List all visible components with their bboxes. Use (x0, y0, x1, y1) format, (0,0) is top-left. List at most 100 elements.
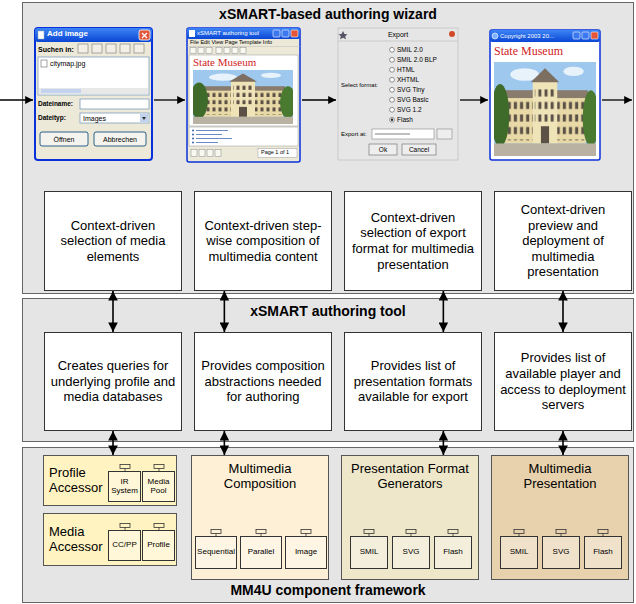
export-dialog (338, 41, 458, 42)
subcomponent-name: IR System (110, 478, 139, 496)
preview-window (490, 30, 600, 160)
preview-window (582, 32, 589, 39)
double-arrow (562, 431, 564, 455)
plug-symbol (124, 469, 125, 473)
subcomponent-box: CC/PP (108, 530, 141, 561)
subcomponent-box: Flash (584, 536, 622, 569)
step-box: Provides list of available player and ac… (494, 332, 632, 431)
plug-symbol (561, 534, 562, 538)
box-text: Creates queries for underlying profile a… (49, 358, 177, 405)
screenshot-text: Page 1 of 1 (261, 150, 289, 156)
export-dialog (390, 87, 395, 92)
band-panel: MM4U component frameworkProfile Accessor… (22, 447, 634, 603)
subcomponent-name: Flash (586, 548, 620, 557)
band-title: xSMART-based authoring wizard (219, 6, 437, 23)
plug-symbol (411, 534, 412, 538)
plug-symbol (448, 530, 458, 534)
add-image-dialog (94, 132, 146, 146)
plug-symbol (152, 523, 166, 531)
preview-window (591, 32, 598, 39)
authoring-tool-window (273, 30, 280, 37)
screenshot-text: xSMART authoring tool (197, 30, 259, 36)
screenshot-text: Dateityp: (38, 115, 66, 122)
subcomponent-name: Media Pool (144, 478, 173, 496)
authoring-tool-window (192, 142, 194, 144)
step-box: Provides list of presentation formats av… (344, 332, 482, 431)
export-dialog (390, 107, 395, 112)
flow-arrow (0, 99, 33, 100)
authoring-tool-window (215, 150, 221, 157)
plug-symbol (158, 469, 159, 473)
flow-arrow (154, 99, 185, 100)
export-dialog (339, 31, 348, 39)
screenshot-text: Dateiname: (38, 101, 73, 108)
screenshot-text: Select format: (341, 82, 378, 88)
plug-symbol (453, 534, 454, 538)
component-name: Presentation Format Generators (346, 462, 474, 492)
add-image-dialog (142, 33, 147, 38)
plug-symbol (554, 529, 568, 537)
step-box: Provides composition abstractions needed… (194, 332, 332, 431)
plug-symbol (364, 530, 374, 534)
subcomponent-name: SVG (544, 548, 578, 557)
add-image-dialog (35, 28, 152, 160)
screenshot-text: SVG Basic (397, 97, 428, 104)
add-image-dialog (142, 117, 146, 120)
screenshot-text: XHTML (397, 77, 419, 84)
export-dialog (390, 77, 395, 82)
add-image-dialog (78, 44, 88, 53)
add-image-dialog (80, 99, 149, 109)
screenshot-text: SVG Tiny (397, 87, 424, 94)
screenshot-text: Images (83, 115, 106, 122)
subcomponent-box: SVG (542, 536, 580, 569)
add-image-dialog (80, 113, 149, 123)
export-dialog (449, 31, 455, 37)
authoring-tool-window (190, 70, 296, 124)
screenshot-text: SMIL 2.0 (397, 47, 423, 54)
subcomponent-box: SMIL (350, 536, 388, 569)
authoring-tool-window (192, 138, 194, 140)
authoring-tool-window (207, 150, 213, 157)
plug-symbol (256, 530, 266, 534)
plug-symbol (120, 465, 130, 469)
add-image-dialog (134, 44, 144, 53)
component-name: Profile Accessor (49, 466, 107, 496)
subcomponent-name: Parallel (242, 548, 280, 557)
band-panel: xSMART authoring toolCreates queries for… (22, 298, 634, 442)
export-dialog (390, 47, 395, 122)
screenshot-text: Add image (47, 30, 88, 38)
authoring-tool-window (187, 28, 300, 162)
export-dialog (390, 97, 395, 102)
authoring-tool-window (187, 28, 300, 162)
export-dialog (391, 119, 393, 121)
authoring-tool-window (187, 28, 300, 39)
add-image-dialog (106, 44, 116, 53)
subcomponent-name: SMIL (502, 548, 536, 557)
component-name: Media Accessor (49, 525, 107, 555)
double-arrow (443, 291, 445, 332)
export-dialog (390, 117, 395, 122)
subcomponent-name: Flash (436, 548, 470, 557)
screenshot-text: HTML (397, 67, 415, 74)
double-arrow (224, 431, 226, 455)
double-arrow (443, 431, 445, 455)
screenshot-text: Export at: (341, 131, 367, 137)
authoring-tool-window (191, 150, 197, 157)
double-arrow (112, 431, 114, 455)
screenshot-text: SMIL 2.0 BLP (397, 57, 437, 64)
export-dialog (390, 57, 395, 62)
plug-symbol (603, 534, 604, 538)
plug-symbol (299, 529, 313, 537)
subcomponent-box: SMIL (500, 536, 538, 569)
add-image-dialog (38, 57, 149, 95)
authoring-tool-window (189, 148, 298, 159)
authoring-tool-window (192, 134, 194, 136)
screenshot-text: SVG 1.2 (397, 107, 422, 114)
flow-arrow (460, 99, 488, 100)
screenshot-text: Copyright 2003 20... (500, 33, 554, 39)
plug-symbol (124, 528, 125, 532)
box-text: Provides composition abstractions needed… (199, 358, 327, 405)
preview-window (492, 33, 498, 39)
double-arrow (224, 291, 226, 332)
